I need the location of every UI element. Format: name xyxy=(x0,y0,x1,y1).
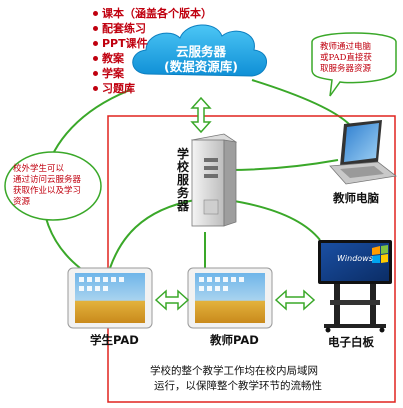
student-pad-graphic xyxy=(67,267,153,329)
cloud-server-label: 云服务器 (数据资源库) xyxy=(148,44,254,74)
resource-item: 习题库 xyxy=(93,81,212,96)
resource-item: 课本（涵盖各个版本） xyxy=(93,6,212,21)
resource-list: 课本（涵盖各个版本） 配套练习 PPT课件 教案 学案 习题库 xyxy=(93,6,212,96)
cloud-title: 云服务器 xyxy=(175,44,226,59)
server-to-whiteboard-line xyxy=(227,199,321,241)
resource-item: 学案 xyxy=(93,66,212,81)
whiteboard-label: 电子白板 xyxy=(328,335,374,349)
bottom-description: 学校的整个教学工作均在校内局域网 运行，以保障整个教学环节的流畅性 xyxy=(150,365,322,392)
bubble-left-text: 校外学生可以 通过访问云服务器 获取作业以及学习 资源 xyxy=(13,164,82,207)
resource-item: PPT课件 xyxy=(93,36,212,51)
server-to-laptop-line xyxy=(227,159,339,171)
resource-item: 教案 xyxy=(93,51,212,66)
teacher-pad-graphic xyxy=(187,267,273,329)
teacher-pad-whiteboard-arrow xyxy=(274,289,316,311)
resource-item: 配套练习 xyxy=(93,21,212,36)
student-teacher-pad-arrow xyxy=(154,289,190,311)
bullet-icon xyxy=(93,41,98,46)
cloud-server-arrow xyxy=(190,96,212,134)
cloud-shape xyxy=(132,24,267,77)
server-to-student-pad-line xyxy=(109,199,196,269)
lan-boundary xyxy=(107,115,396,403)
whiteboard-graphic xyxy=(318,240,392,333)
bullet-icon xyxy=(93,56,98,61)
student-pad-label: 学生PAD xyxy=(90,333,139,347)
bullet-icon xyxy=(93,11,98,16)
school-server-label: 学校服务器 xyxy=(176,147,189,213)
cloud-to-laptop-line xyxy=(251,79,351,126)
laptop-graphic xyxy=(329,120,397,185)
bullet-icon xyxy=(93,86,98,91)
bubble-right-text: 教师通过电脑 或PAD直接获 取服务器资源 xyxy=(320,42,372,74)
teacher-pad-label: 教师PAD xyxy=(210,333,259,347)
server-tower xyxy=(190,133,238,227)
bubble-left-shape xyxy=(4,151,102,221)
pad-arrows xyxy=(154,289,316,311)
bullet-icon xyxy=(93,26,98,31)
cloud-subtitle: (数据资源库) xyxy=(164,59,238,74)
bullet-icon xyxy=(93,71,98,76)
bubble-right-shape xyxy=(311,32,397,97)
windows-brand: Windows xyxy=(337,254,373,263)
teacher-pc-label: 教师电脑 xyxy=(333,191,379,205)
